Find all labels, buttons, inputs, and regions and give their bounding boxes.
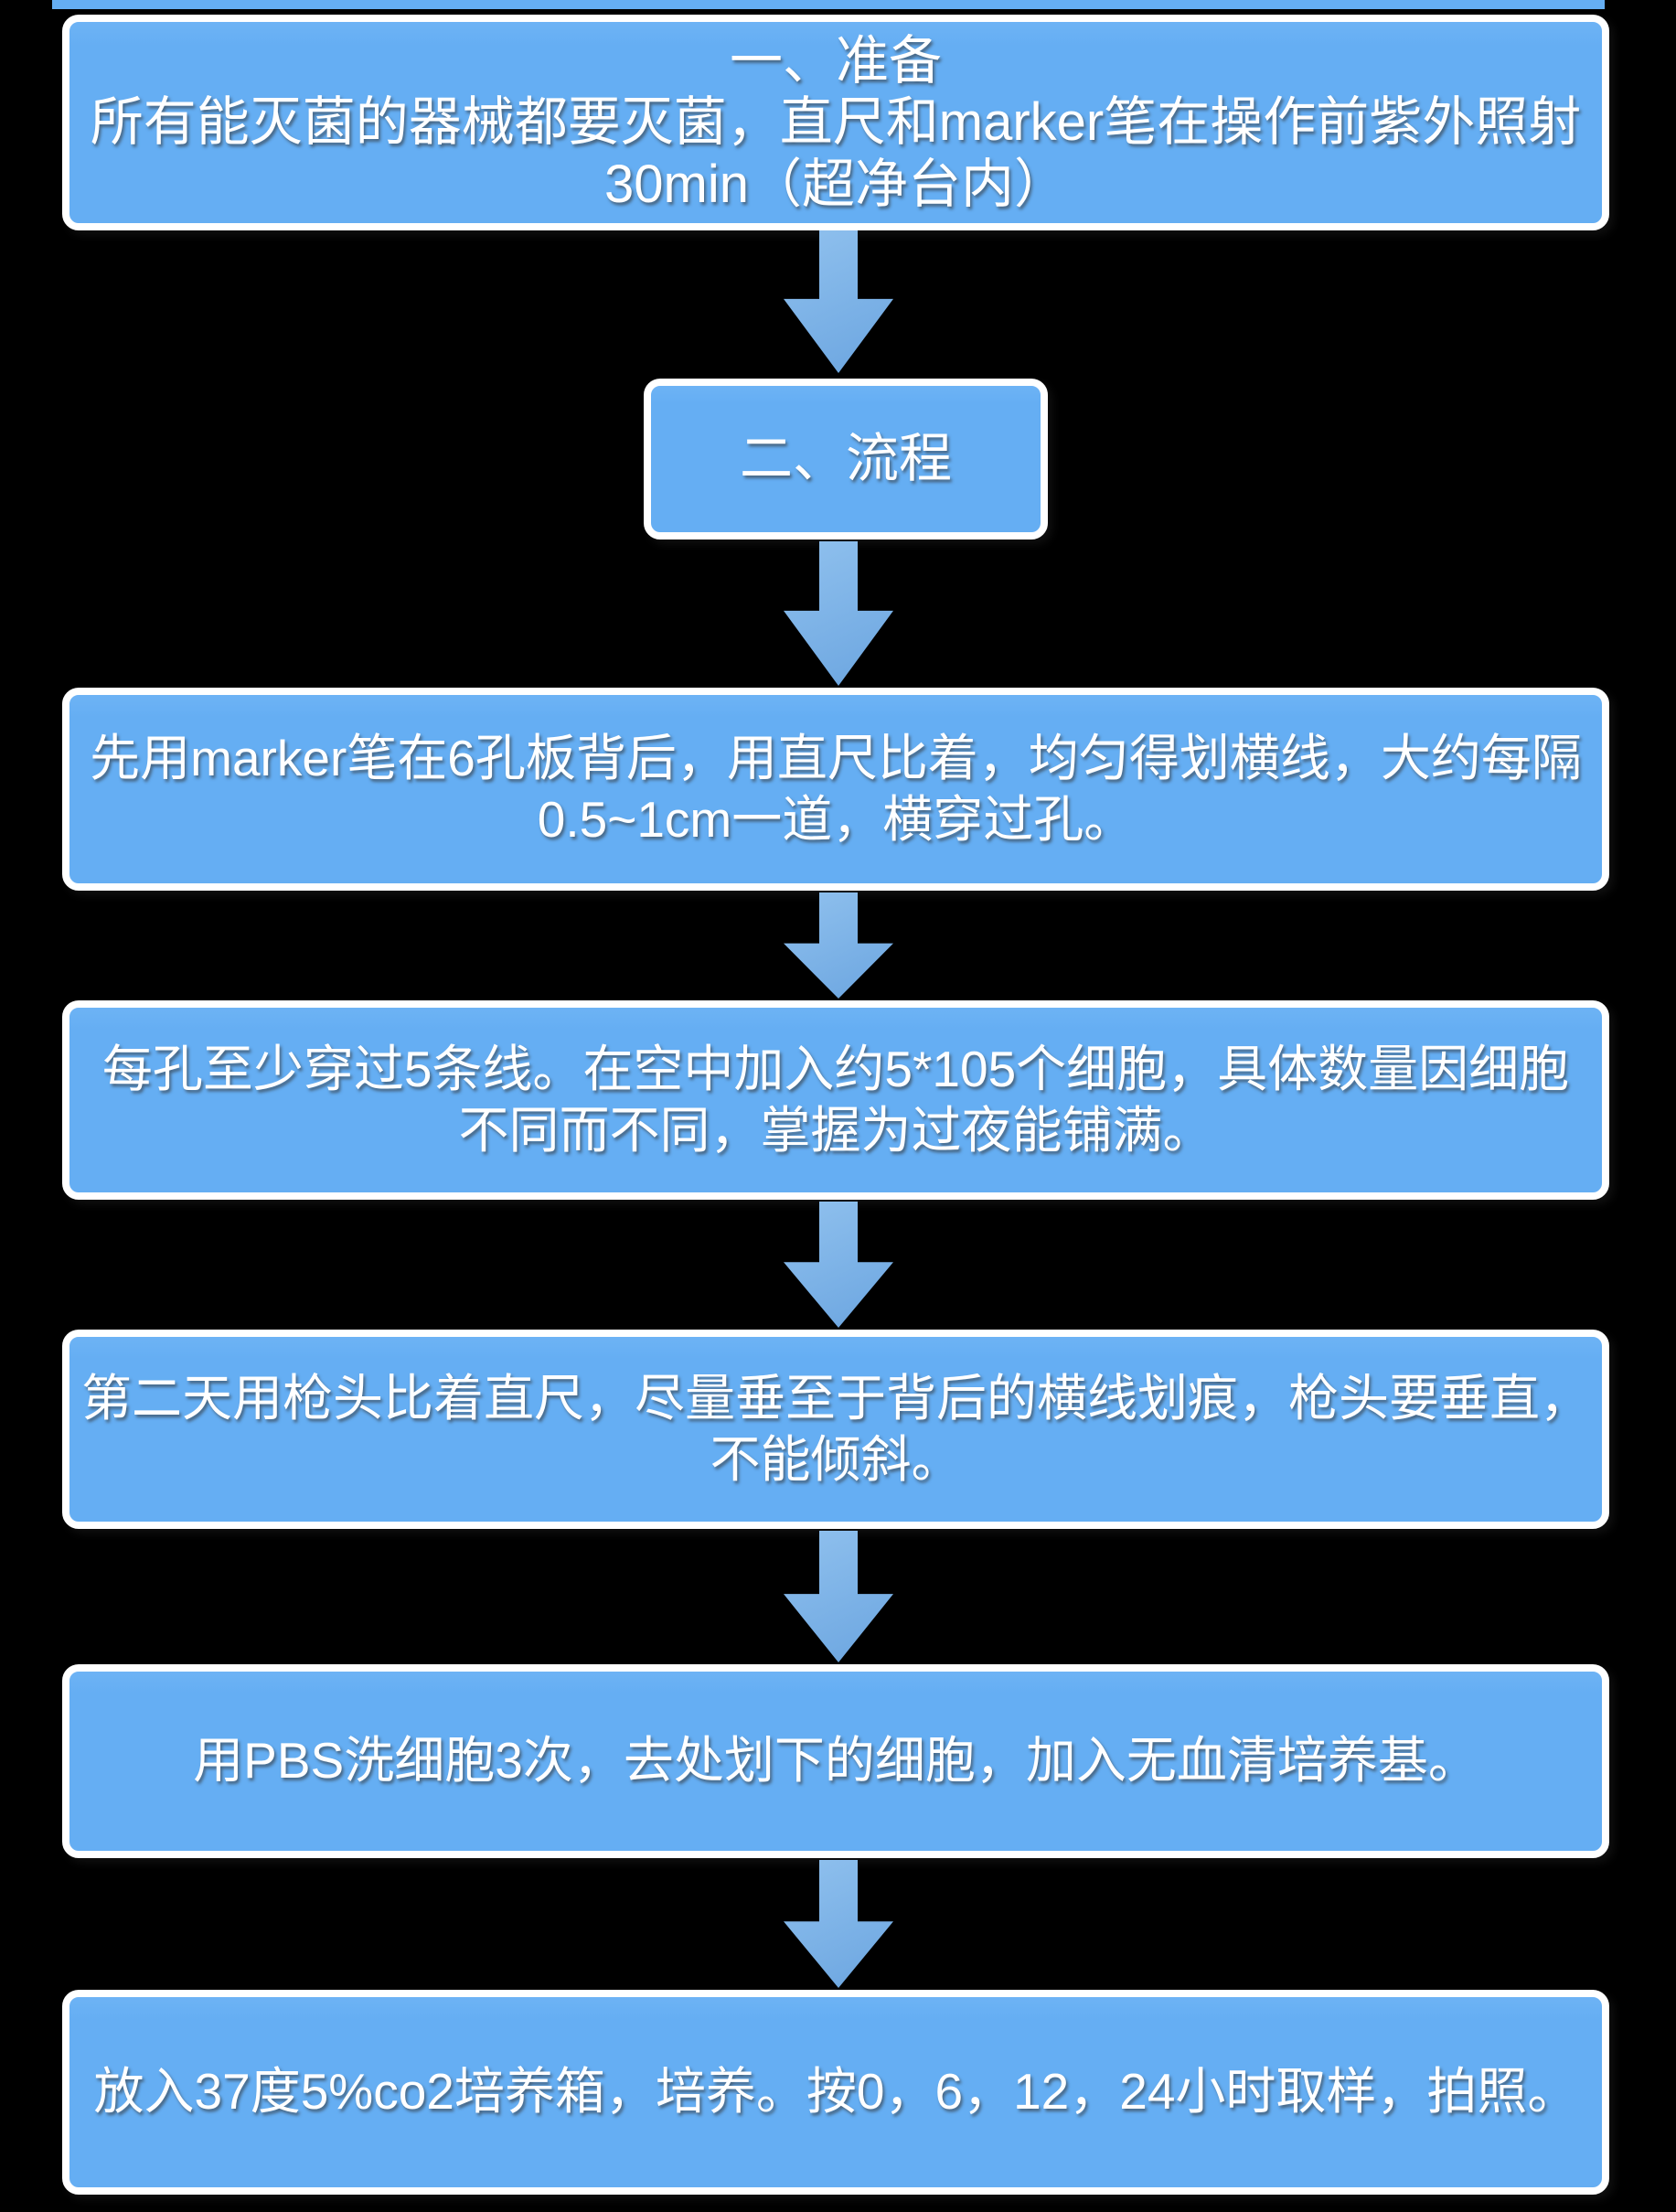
step-text-line: 30min（超净台内） — [604, 154, 1067, 214]
down-arrow-icon — [784, 892, 893, 999]
step-box-prepare: 一、准备 所有能灭菌的器械都要灭菌，直尺和marker笔在操作前紫外照射 30m… — [62, 15, 1609, 230]
down-arrow-icon — [784, 1202, 893, 1328]
step-text-line: 0.5~1cm一道，横穿过孔。 — [537, 791, 1135, 848]
step-box-wash: 用PBS洗细胞3次，去处划下的细胞，加入无血清培养基。 — [62, 1664, 1609, 1858]
step-box-process: 二、流程 — [644, 379, 1048, 540]
down-arrow-icon — [784, 541, 893, 686]
step-box-incubate: 放入37度5%co2培养箱，培养。按0，6，12，24小时取样，拍照。 — [62, 1990, 1609, 2195]
down-arrow-icon — [784, 1860, 893, 1988]
step-text-line: 放入37度5%co2培养箱，培养。按0，6，12，24小时取样，拍照。 — [93, 2063, 1578, 2121]
step-text-line: 先用marker笔在6孔板背后，用直尺比着，均匀得划横线，大约每隔 — [90, 729, 1582, 786]
cropped-box-edge — [52, 0, 1605, 9]
down-arrow-icon — [784, 230, 893, 373]
step-text-line: 用PBS洗细胞3次，去处划下的细胞，加入无血清培养基。 — [193, 1732, 1479, 1790]
step-text-line: 不能倾斜。 — [710, 1431, 962, 1488]
step-text-line: 第二天用枪头比着直尺，尽量垂至于背后的横线划痕，枪头要垂直， — [80, 1369, 1590, 1427]
step-text-line: 一、准备 — [729, 31, 942, 91]
step-text-line: 每孔至少穿过5条线。在空中加入约5*105个细胞，具体数量因细胞 — [101, 1040, 1570, 1097]
step-text-line: 不同而不同，掌握为过夜能铺满。 — [458, 1102, 1213, 1159]
step-text-line: 二、流程 — [739, 429, 952, 489]
step-text-line: 所有能灭菌的器械都要灭菌，直尺和marker笔在操作前紫外照射 — [90, 92, 1582, 153]
step-box-draw-lines: 先用marker笔在6孔板背后，用直尺比着，均匀得划横线，大约每隔 0.5~1c… — [62, 688, 1609, 891]
step-box-scratch: 第二天用枪头比着直尺，尽量垂至于背后的横线划痕，枪头要垂直， 不能倾斜。 — [62, 1330, 1609, 1529]
step-box-seed-cells: 每孔至少穿过5条线。在空中加入约5*105个细胞，具体数量因细胞 不同而不同，掌… — [62, 1000, 1609, 1200]
down-arrow-icon — [784, 1531, 893, 1662]
